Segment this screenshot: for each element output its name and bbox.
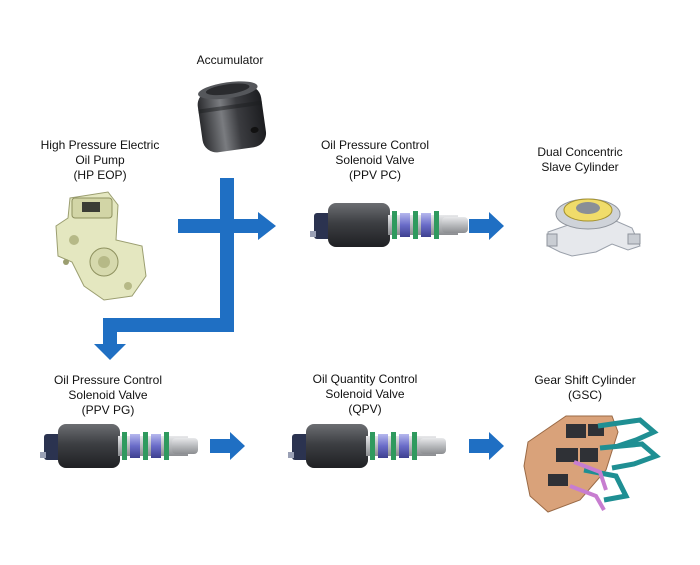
ppv-pg-valve-icon <box>40 424 198 468</box>
qpv-valve-icon <box>288 424 446 468</box>
accumulator-label: Accumulator <box>196 53 264 67</box>
branch-to-ppv-pg <box>103 318 234 332</box>
trunk-line <box>220 178 234 332</box>
ppv-pc-label: Oil Pressure Control Solenoid Valve (PPV… <box>320 138 430 182</box>
ppv-pg-label: Oil Pressure Control Solenoid Valve (PPV… <box>53 373 163 417</box>
dcsc-label: Dual Concentric Slave Cylinder <box>537 145 623 174</box>
accumulator-icon <box>197 81 267 153</box>
oil-pump-icon <box>55 191 147 301</box>
branch-to-ppv-pc <box>178 219 260 233</box>
flow-lines <box>94 178 504 460</box>
arrow-qpv-to-gsc-icon <box>469 432 504 460</box>
hp-eop-label: High Pressure Electric Oil Pump (HP EOP) <box>40 138 160 182</box>
arrow-to-ppv-pg-icon <box>94 344 126 360</box>
arrow-ppv-pg-to-qpv-icon <box>210 432 245 460</box>
qpv-label: Oil Quantity Control Solenoid Valve (QPV… <box>312 372 418 416</box>
slave-cylinder-icon <box>546 198 641 257</box>
ppv-pc-valve-icon <box>310 203 468 247</box>
gsc-label: Gear Shift Cylinder (GSC) <box>534 373 636 402</box>
arrow-ppv-pc-to-dcsc-icon <box>469 212 504 240</box>
gear-shift-cylinder-icon <box>523 415 661 513</box>
arrow-to-ppv-pc-icon <box>258 212 276 240</box>
